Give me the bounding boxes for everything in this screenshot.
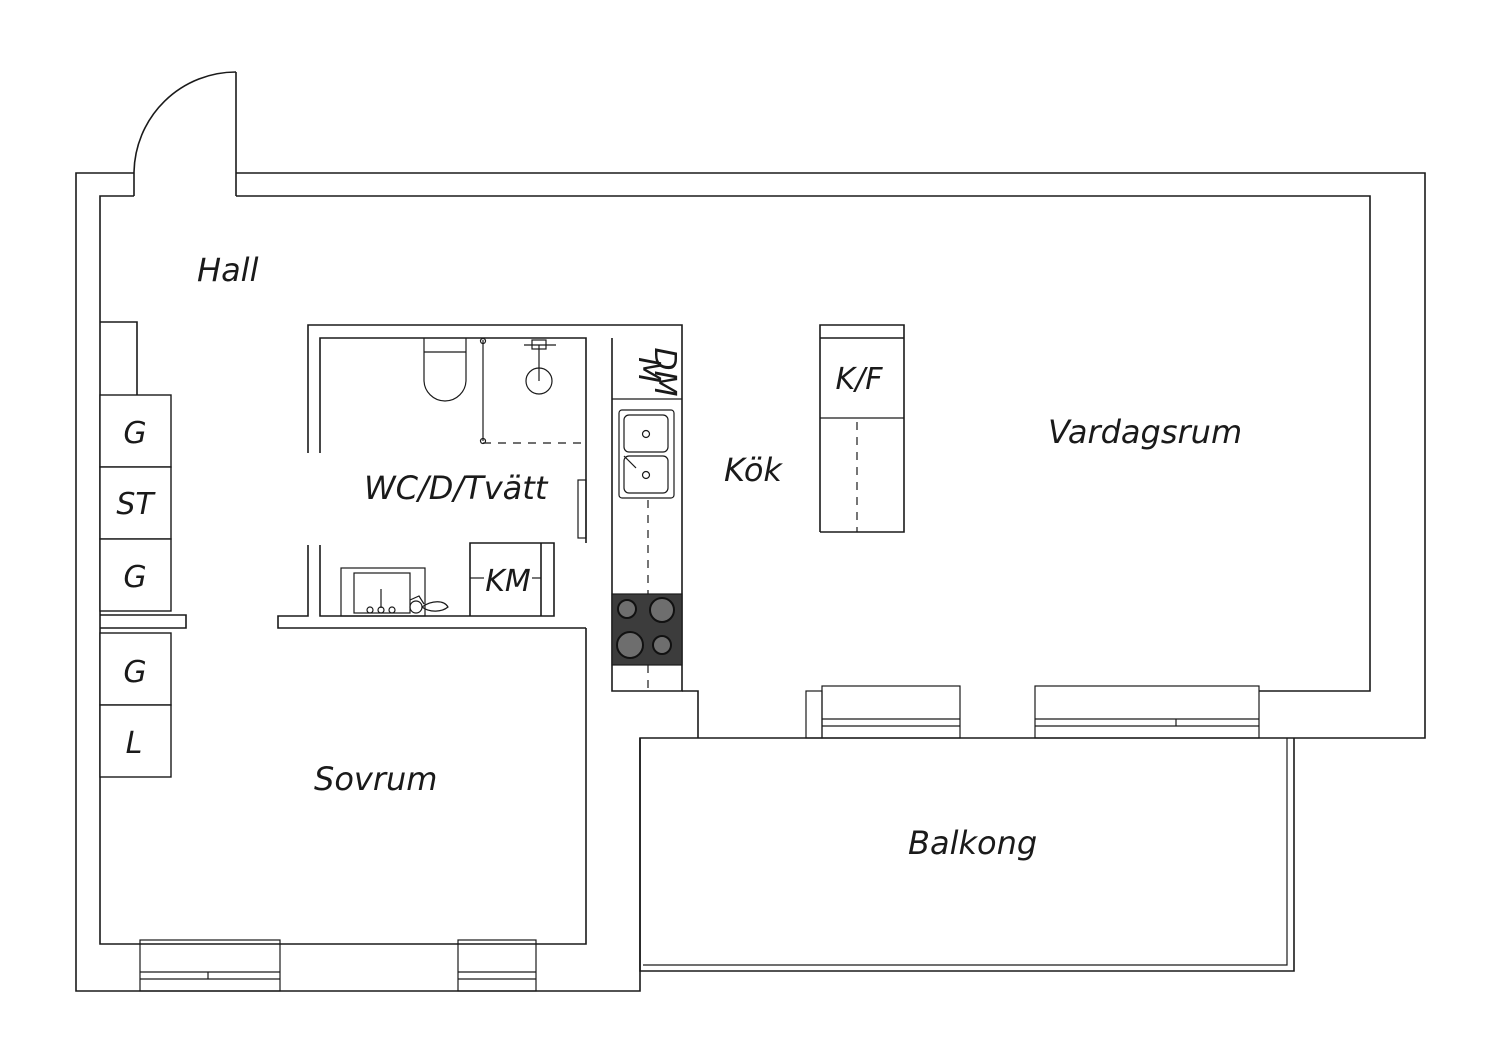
dishwasher-label: DM	[647, 348, 682, 397]
outer-walls	[75, 172, 1426, 992]
wardrobe-label-g2: G	[123, 560, 146, 595]
wardrobe-label-g1: G	[123, 416, 146, 451]
microwave-label: M	[631, 357, 666, 383]
fridge-freezer-label: K/F	[835, 362, 883, 397]
wardrobe-label-g3: G	[123, 655, 146, 690]
wardrobe-label-st: ST	[116, 487, 156, 522]
kitchen-wall-stub	[682, 690, 699, 738]
room-label-balcony: Balkong	[908, 824, 1037, 862]
washing-machine-label: KM	[485, 564, 531, 599]
hall-wardrobes	[99, 321, 187, 778]
shower-icon	[479, 337, 586, 445]
toilet-icon	[423, 338, 467, 402]
room-label-wc: WC/D/Tvätt	[364, 469, 549, 507]
living-window-left	[805, 685, 961, 739]
room-label-bedroom: Sovrum	[314, 760, 437, 798]
wardrobe-label-l: L	[126, 726, 143, 761]
living-window-right	[1034, 685, 1260, 739]
stove-icon	[611, 593, 683, 666]
bedroom-window-right	[457, 939, 537, 992]
entrance-door	[133, 71, 237, 196]
fridge-freezer	[819, 324, 905, 533]
room-label-hall: Hall	[197, 251, 259, 289]
sink-icon	[618, 409, 675, 499]
bedroom-window-left	[139, 939, 281, 992]
kitchen-counter	[612, 398, 682, 691]
room-label-kitchen: Kök	[724, 451, 783, 489]
towel-rail-icon	[577, 479, 587, 539]
washbasin-icon	[340, 567, 449, 617]
balcony-outline	[639, 738, 1295, 972]
room-label-living: Vardagsrum	[1048, 413, 1242, 451]
